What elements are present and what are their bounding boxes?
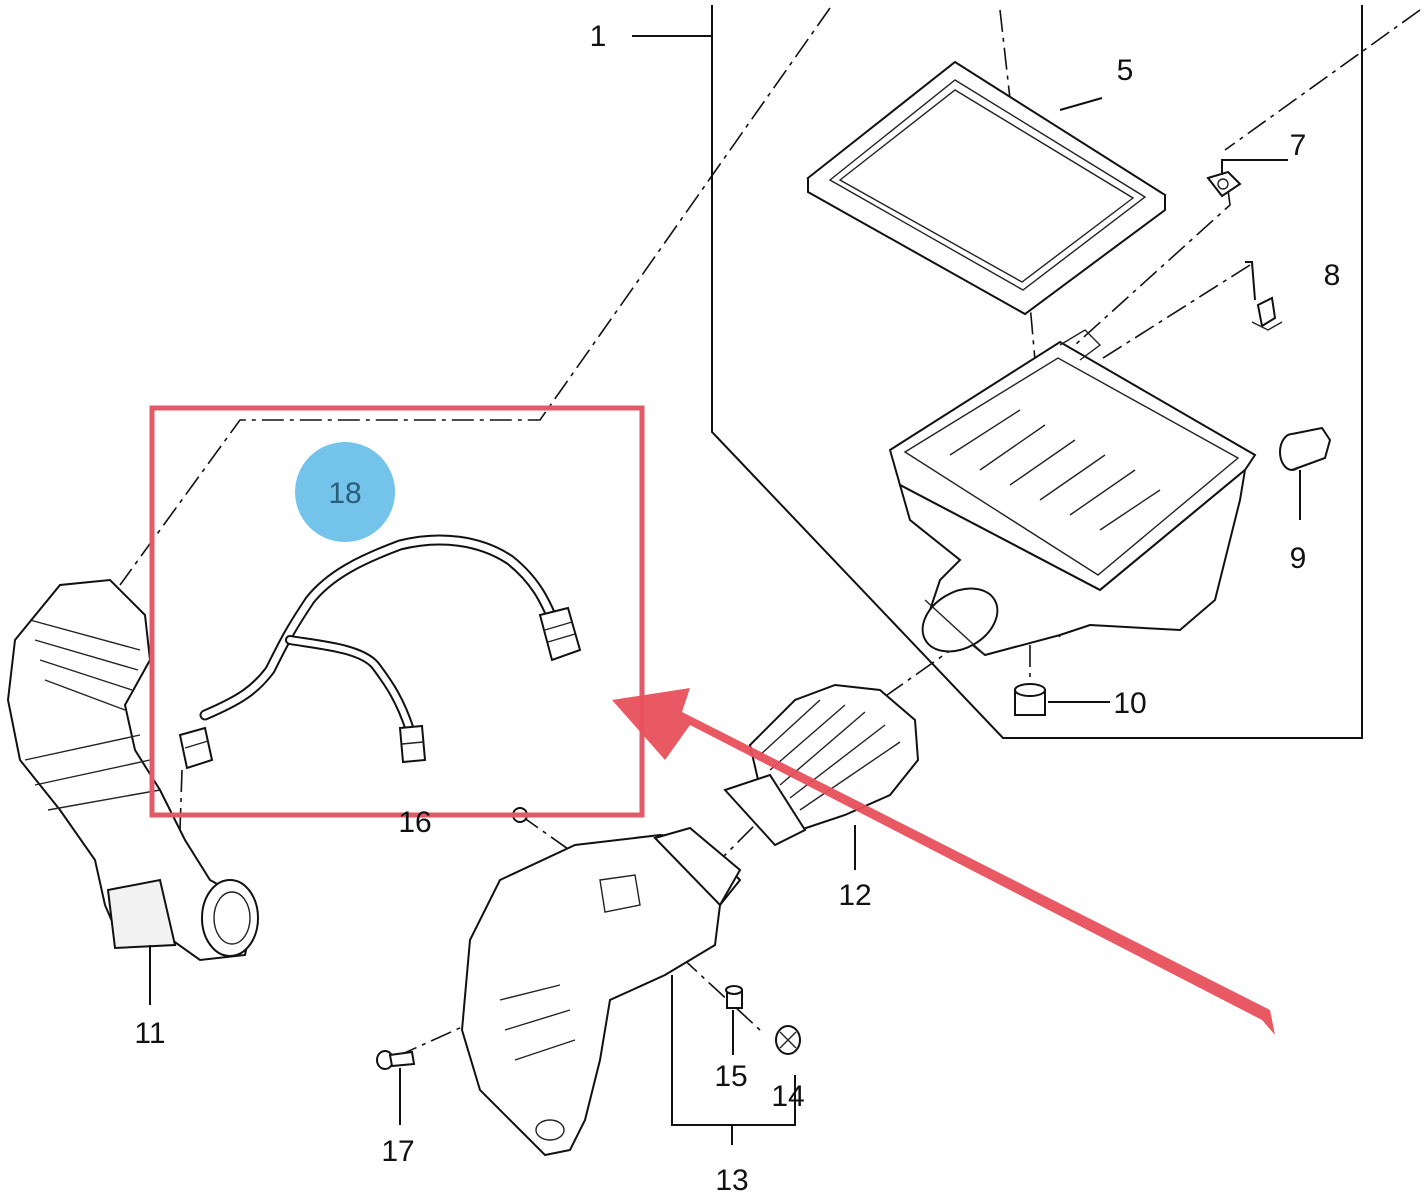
label-part-17: 17: [381, 1135, 414, 1168]
resonator-13: [460, 826, 742, 1157]
label-part-13: 13: [715, 1164, 748, 1197]
intake-tube-11: [6, 578, 259, 962]
air-filter-element: [806, 60, 1167, 316]
part-labels: 1 5 7 8 9 10 11 12 13 14 15 16 17: [134, 20, 1340, 1197]
label-part-14: 14: [771, 1080, 804, 1113]
air-cleaner-housing: [888, 329, 1257, 657]
callout-18-label: 18: [328, 477, 361, 510]
label-part-12: 12: [838, 879, 871, 912]
assembly-bracket-1: [632, 5, 1363, 739]
label-part-1: 1: [590, 20, 607, 53]
bolt-15: [725, 985, 743, 1009]
highlight-box: [149, 405, 645, 818]
screw-17: [376, 1050, 416, 1070]
label-part-9: 9: [1290, 542, 1307, 575]
grommet-9: [1279, 426, 1332, 471]
label-part-5: 5: [1117, 54, 1134, 87]
breather-hose-18: [178, 534, 582, 770]
clip-7: [1206, 170, 1242, 198]
label-part-7: 7: [1290, 129, 1307, 162]
label-part-16: 16: [398, 806, 431, 839]
callout-18: 18: [295, 442, 395, 542]
leader-lines: [149, 97, 1301, 1145]
label-part-8: 8: [1324, 259, 1341, 292]
grommet-10: [1014, 683, 1046, 716]
label-part-10: 10: [1113, 687, 1146, 720]
pointer-arrow: [612, 688, 1275, 1035]
nut-14: [775, 1025, 801, 1055]
label-part-11: 11: [134, 1017, 165, 1050]
pin-8: [1251, 296, 1283, 331]
label-part-15: 15: [714, 1060, 747, 1093]
intake-bellows-12: [723, 683, 920, 847]
